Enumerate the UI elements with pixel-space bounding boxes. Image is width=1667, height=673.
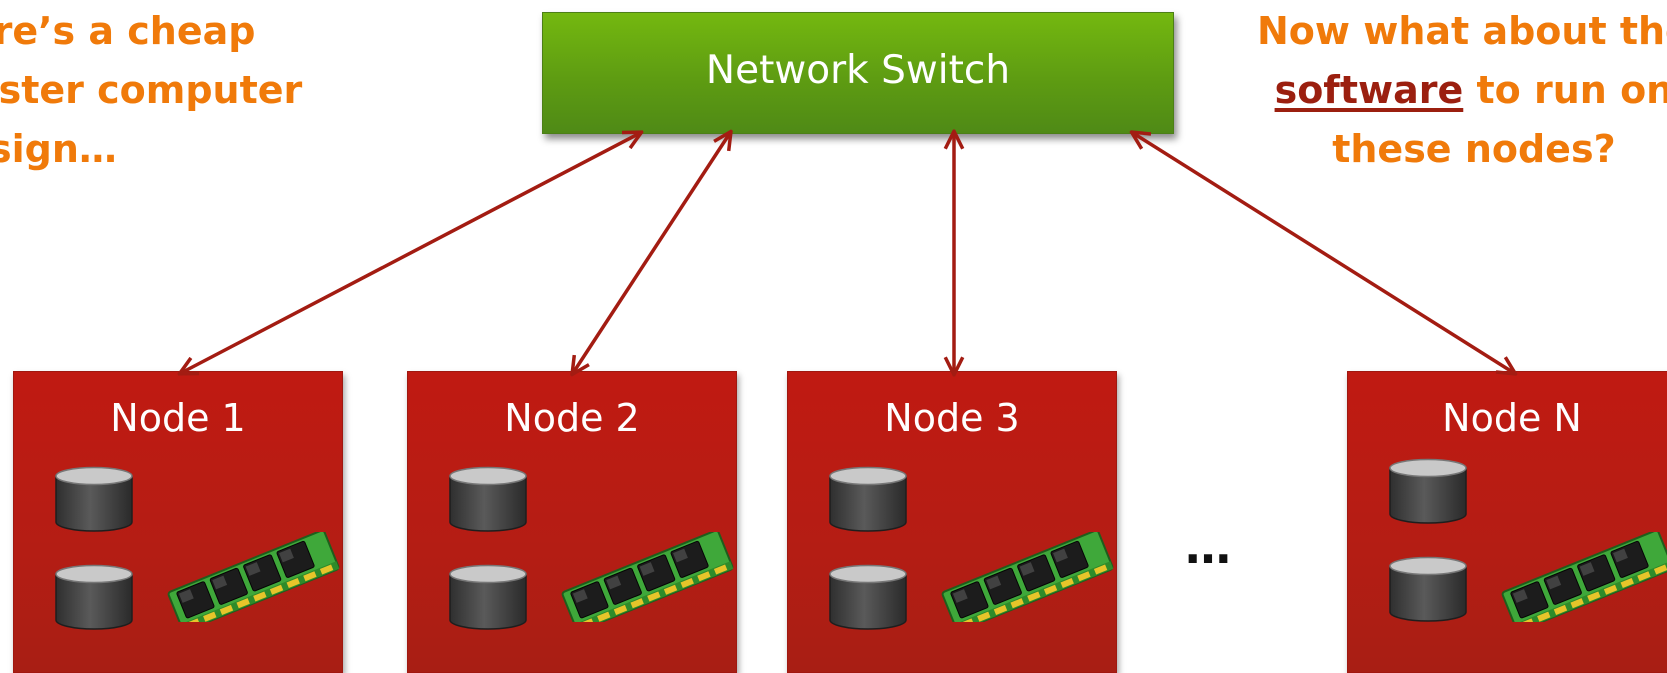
node-1: Node 1 bbox=[13, 371, 343, 673]
intro-callout-line-3: design… bbox=[0, 127, 117, 171]
node-1-label: Node 1 bbox=[110, 396, 246, 440]
question-callout-line-2: software to run on bbox=[1257, 61, 1667, 120]
link-node-2 bbox=[573, 133, 730, 373]
question-callout-line-1: Now what about the bbox=[1257, 9, 1667, 53]
question-callout-line-2-rest: to run on bbox=[1463, 68, 1667, 112]
more-nodes-ellipsis: … bbox=[1185, 520, 1231, 574]
network-switch-label: Network Switch bbox=[705, 47, 1011, 93]
connection-links bbox=[0, 0, 1667, 659]
node-3-label: Node 3 bbox=[884, 396, 1020, 440]
intro-callout-line-1: Here’s a cheap bbox=[0, 9, 256, 53]
link-node-1 bbox=[181, 133, 640, 373]
link-node-n bbox=[1133, 133, 1514, 373]
software-keyword: software bbox=[1274, 68, 1464, 112]
node-n: Node N bbox=[1347, 371, 1667, 673]
node-2-label: Node 2 bbox=[504, 396, 640, 440]
network-switch: Network Switch bbox=[542, 12, 1174, 134]
intro-callout: Here’s a cheap cluster computer design… bbox=[0, 2, 302, 179]
node-n-label: Node N bbox=[1442, 396, 1582, 440]
intro-callout-line-2: cluster computer bbox=[0, 68, 303, 112]
